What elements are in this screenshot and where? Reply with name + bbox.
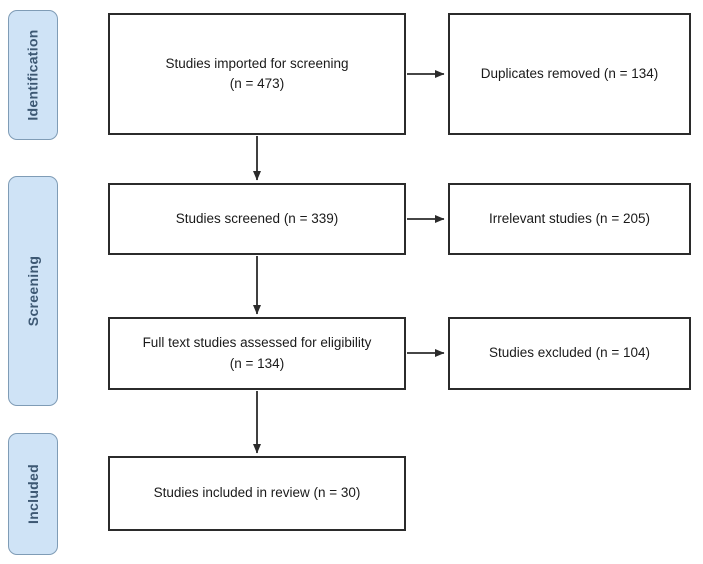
box-studies-imported-line2: (n = 473) [229, 76, 285, 91]
box-studies-included: Studies included in review (n = 30) [108, 456, 406, 531]
box-studies-imported-line1: Studies imported for screening [165, 55, 349, 71]
box-studies-excluded: Studies excluded (n = 104) [448, 317, 691, 390]
stage-label-screening: Screening [8, 176, 58, 406]
box-studies-screened-line1: Studies screened (n = 339) [175, 210, 339, 226]
box-studies-screened: Studies screened (n = 339) [108, 183, 406, 255]
box-studies-included-line1: Studies included in review (n = 30) [153, 485, 361, 501]
box-studies-excluded-label: Studies excluded (n = 104) [489, 345, 650, 361]
stage-label-identification: Identification [8, 10, 58, 140]
box-duplicates-removed: Duplicates removed (n = 134) [448, 13, 691, 135]
box-fulltext-assessed: Full text studies assessed for eligibili… [108, 317, 406, 390]
box-irrelevant-studies-label: Irrelevant studies (n = 205) [489, 210, 650, 226]
box-fulltext-assessed-line2: (n = 134) [229, 355, 285, 371]
box-duplicates-removed-label: Duplicates removed (n = 134) [480, 65, 659, 81]
stage-label-included: Included [8, 433, 58, 555]
box-fulltext-assessed-line1: Full text studies assessed for eligibili… [142, 335, 372, 351]
stage-label-screening-text: Screening [25, 255, 42, 327]
stage-label-identification-text: Identification [25, 29, 41, 121]
box-studies-imported: Studies imported for screening (n = 473) [108, 13, 406, 135]
stage-label-included-text: Included [25, 464, 41, 524]
box-irrelevant-studies: Irrelevant studies (n = 205) [448, 183, 691, 255]
